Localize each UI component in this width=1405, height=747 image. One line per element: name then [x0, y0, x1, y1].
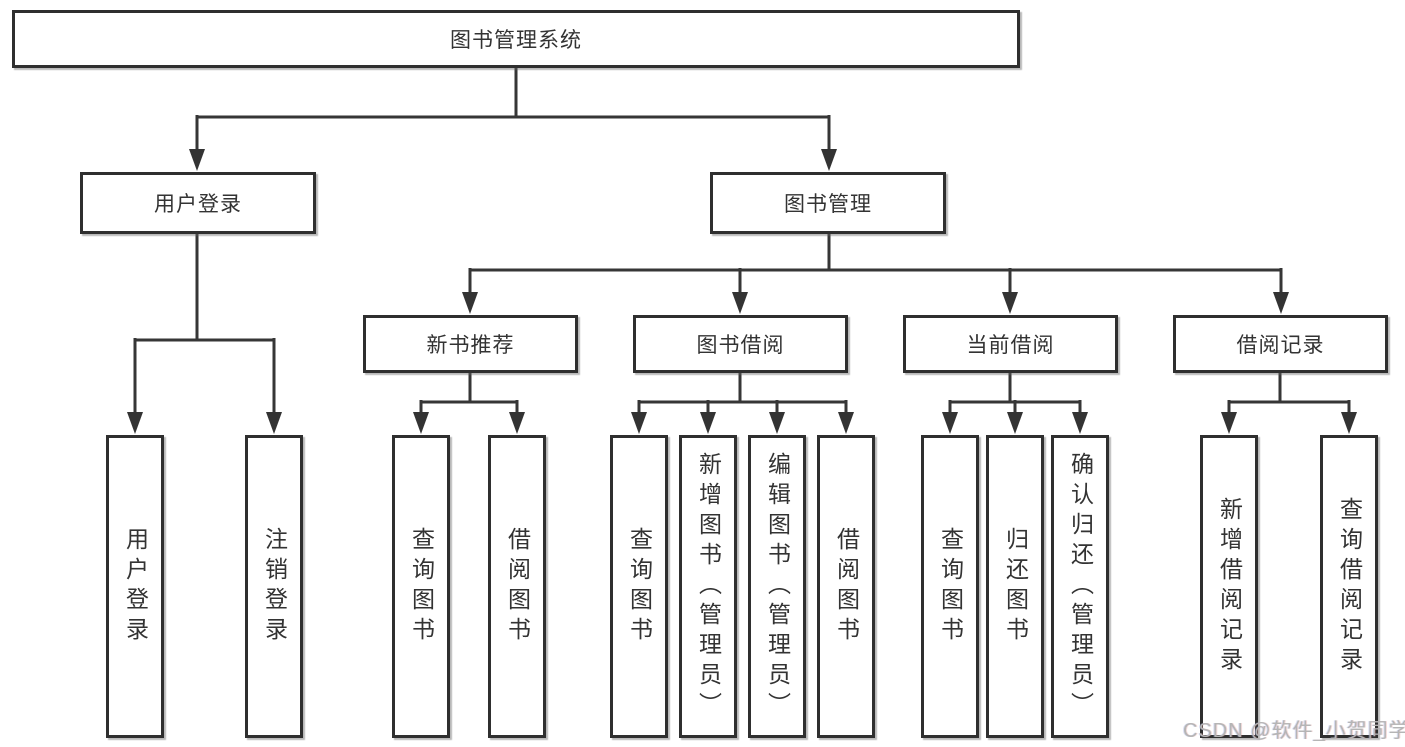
leaf-logout: 注销登录	[245, 435, 303, 738]
leaf-query-books-recommend: 查询图书	[392, 435, 450, 738]
node-label: 当前借阅	[966, 334, 1055, 357]
node-label: 图书借阅	[696, 334, 785, 357]
node-label: 用户登录	[122, 526, 149, 647]
leaf-query-books-borrowing: 查询图书	[610, 435, 668, 738]
leaf-add-book-admin: 新增图书（管理员）	[679, 435, 737, 738]
node-user-login: 用户登录	[80, 172, 316, 234]
node-label: 编辑图书（管理员）	[764, 451, 791, 722]
node-label: 注销登录	[261, 526, 288, 647]
leaf-edit-book-admin: 编辑图书（管理员）	[748, 435, 806, 738]
node-label: 查询图书	[408, 526, 435, 647]
node-current-borrowing: 当前借阅	[903, 315, 1118, 373]
node-label: 查询图书	[937, 526, 964, 647]
node-label: 图书管理	[784, 193, 872, 216]
node-book-borrowing: 图书借阅	[633, 315, 848, 373]
node-label: 用户登录	[154, 193, 242, 216]
leaf-add-borrow-record: 新增借阅记录	[1200, 435, 1258, 738]
node-label: 借阅图书	[504, 526, 531, 647]
node-label: 查询图书	[626, 526, 653, 647]
leaf-confirm-return-admin: 确认归还（管理员）	[1051, 435, 1109, 738]
leaf-user-login: 用户登录	[106, 435, 164, 738]
node-label: 新增图书（管理员）	[695, 451, 722, 722]
leaf-return-book: 归还图书	[986, 435, 1044, 738]
leaf-borrow-book: 借阅图书	[817, 435, 875, 738]
node-label: 图书管理系统	[450, 29, 582, 52]
csdn-watermark: CSDN @软件_小贺同学	[1183, 720, 1405, 742]
node-label: 确认归还（管理员）	[1067, 451, 1094, 722]
leaf-query-borrow-record: 查询借阅记录	[1320, 435, 1378, 738]
node-label: 借阅记录	[1236, 334, 1325, 357]
leaf-borrow-books-recommend: 借阅图书	[488, 435, 546, 738]
node-label: 借阅图书	[833, 526, 860, 647]
node-book-management: 图书管理	[710, 172, 946, 234]
node-new-book-recommend: 新书推荐	[363, 315, 578, 373]
node-label: 归还图书	[1002, 526, 1029, 647]
node-label: 新增借阅记录	[1216, 496, 1243, 677]
node-label: 查询借阅记录	[1336, 496, 1363, 677]
node-root: 图书管理系统	[12, 10, 1020, 68]
leaf-query-books-current: 查询图书	[921, 435, 979, 738]
node-borrowing-records: 借阅记录	[1173, 315, 1388, 373]
node-label: 新书推荐	[426, 334, 515, 357]
